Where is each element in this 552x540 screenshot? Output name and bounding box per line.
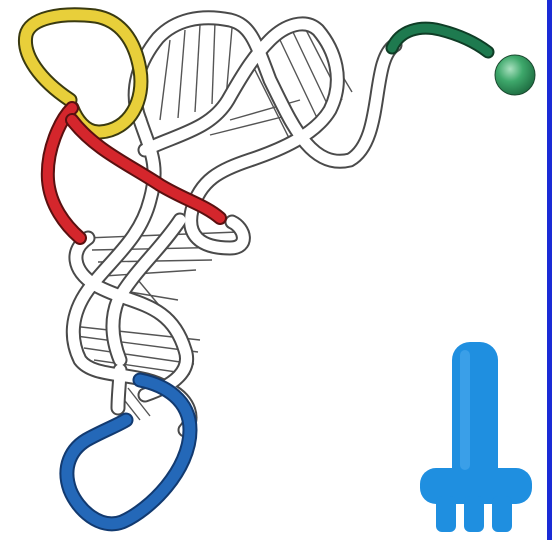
right-edge-bar [547,0,552,540]
d-loop [25,15,141,132]
anticodon-loop [67,380,190,524]
trna-l-shape-icon [420,342,532,532]
acceptor-stem [392,28,488,52]
amino-acid-sphere [495,55,535,95]
ribbon-backbone [73,18,395,430]
